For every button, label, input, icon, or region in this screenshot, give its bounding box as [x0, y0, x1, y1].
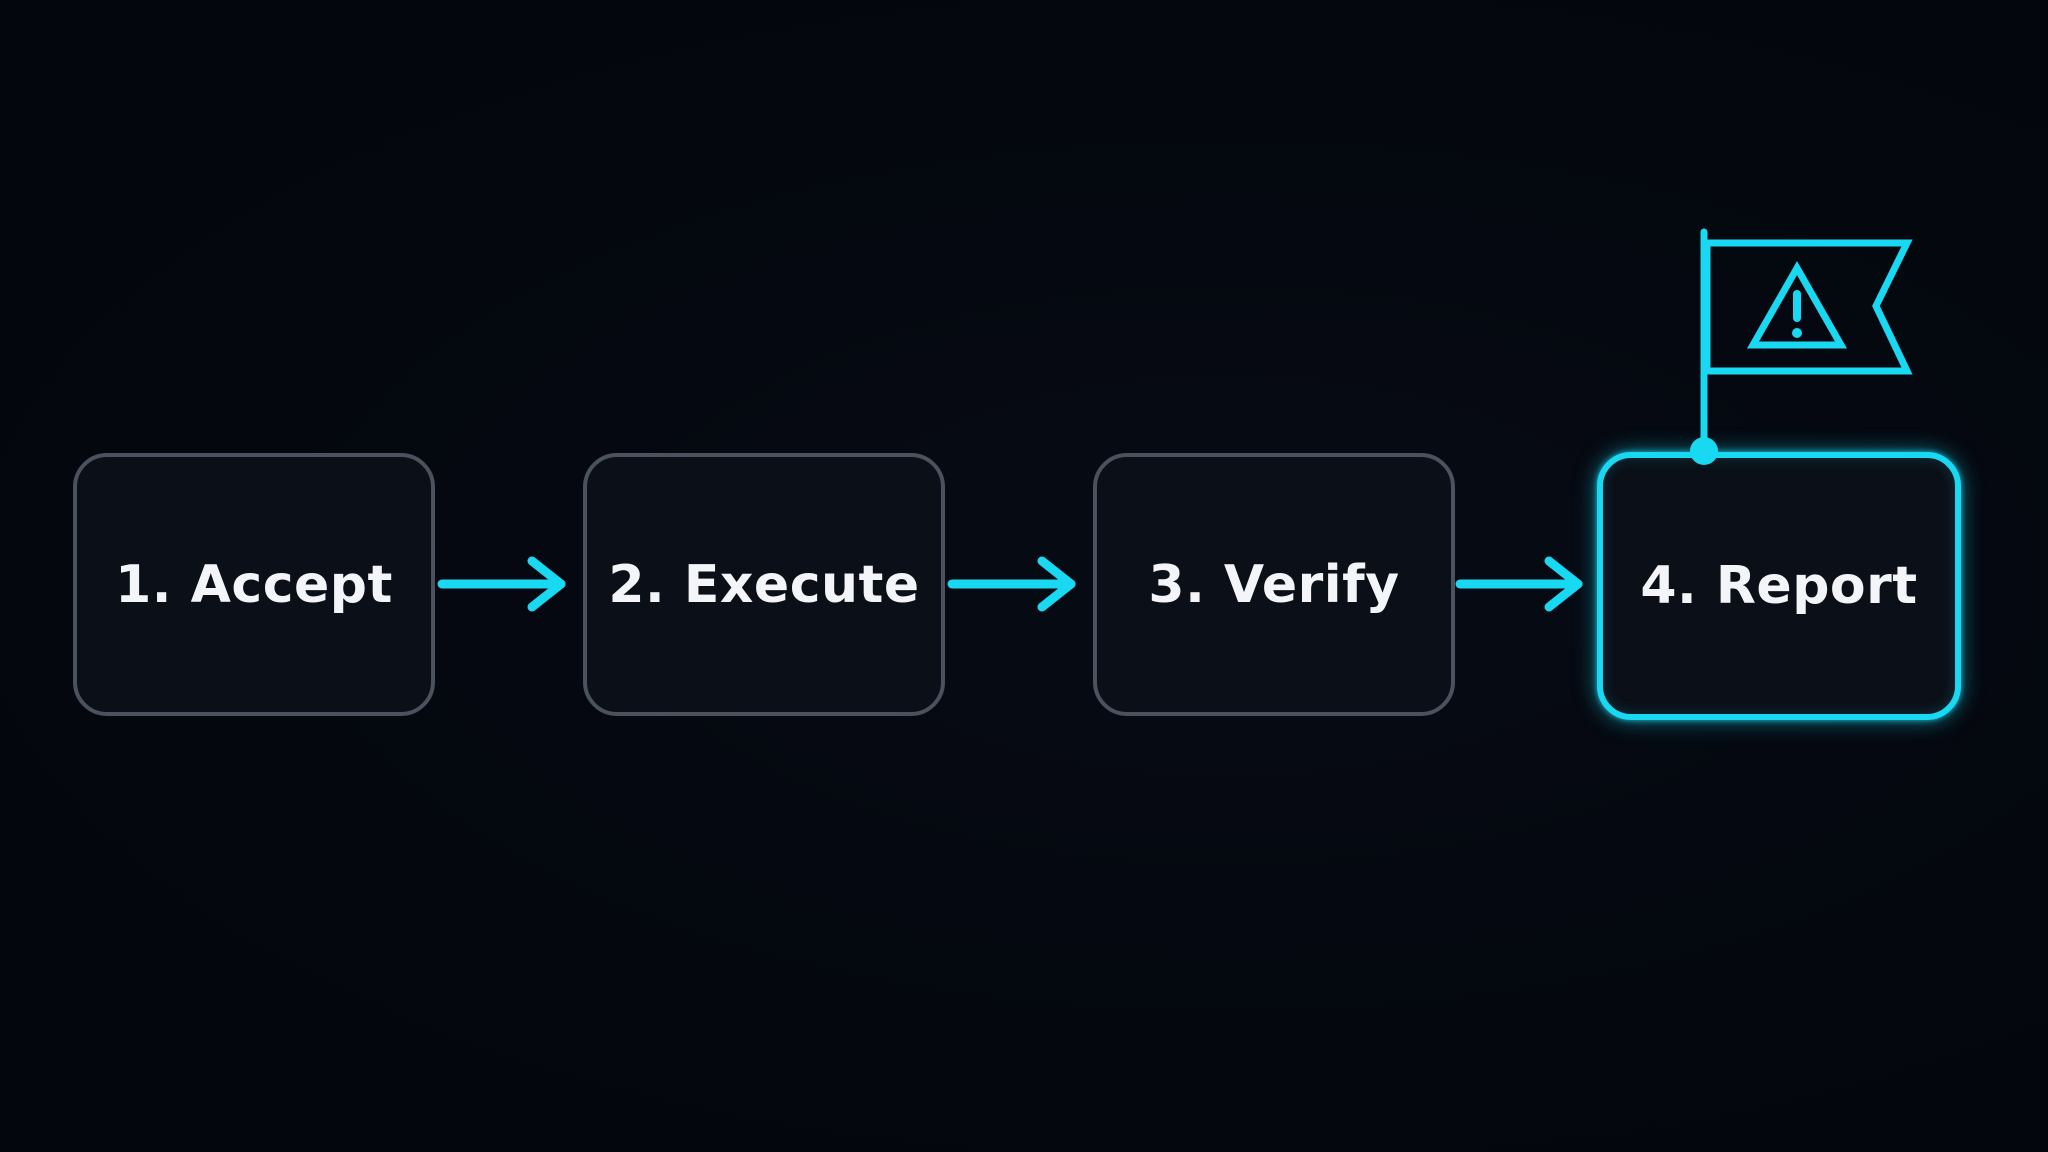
arrow-right-icon — [947, 556, 1076, 612]
step-box-verify: 3. Verify — [1093, 453, 1455, 716]
step-box-execute: 2. Execute — [583, 453, 945, 716]
step-label: 4. Report — [1640, 556, 1918, 616]
step-box-report: 4. Report — [1597, 452, 1961, 720]
step-label: 3. Verify — [1148, 554, 1400, 615]
step-label: 2. Execute — [608, 554, 920, 615]
arrow-right-icon — [437, 556, 566, 612]
warning-triangle-icon — [1746, 260, 1848, 349]
arrow-right-icon — [1455, 556, 1583, 612]
step-box-accept: 1. Accept — [73, 453, 435, 716]
step-label: 1. Accept — [115, 554, 393, 615]
